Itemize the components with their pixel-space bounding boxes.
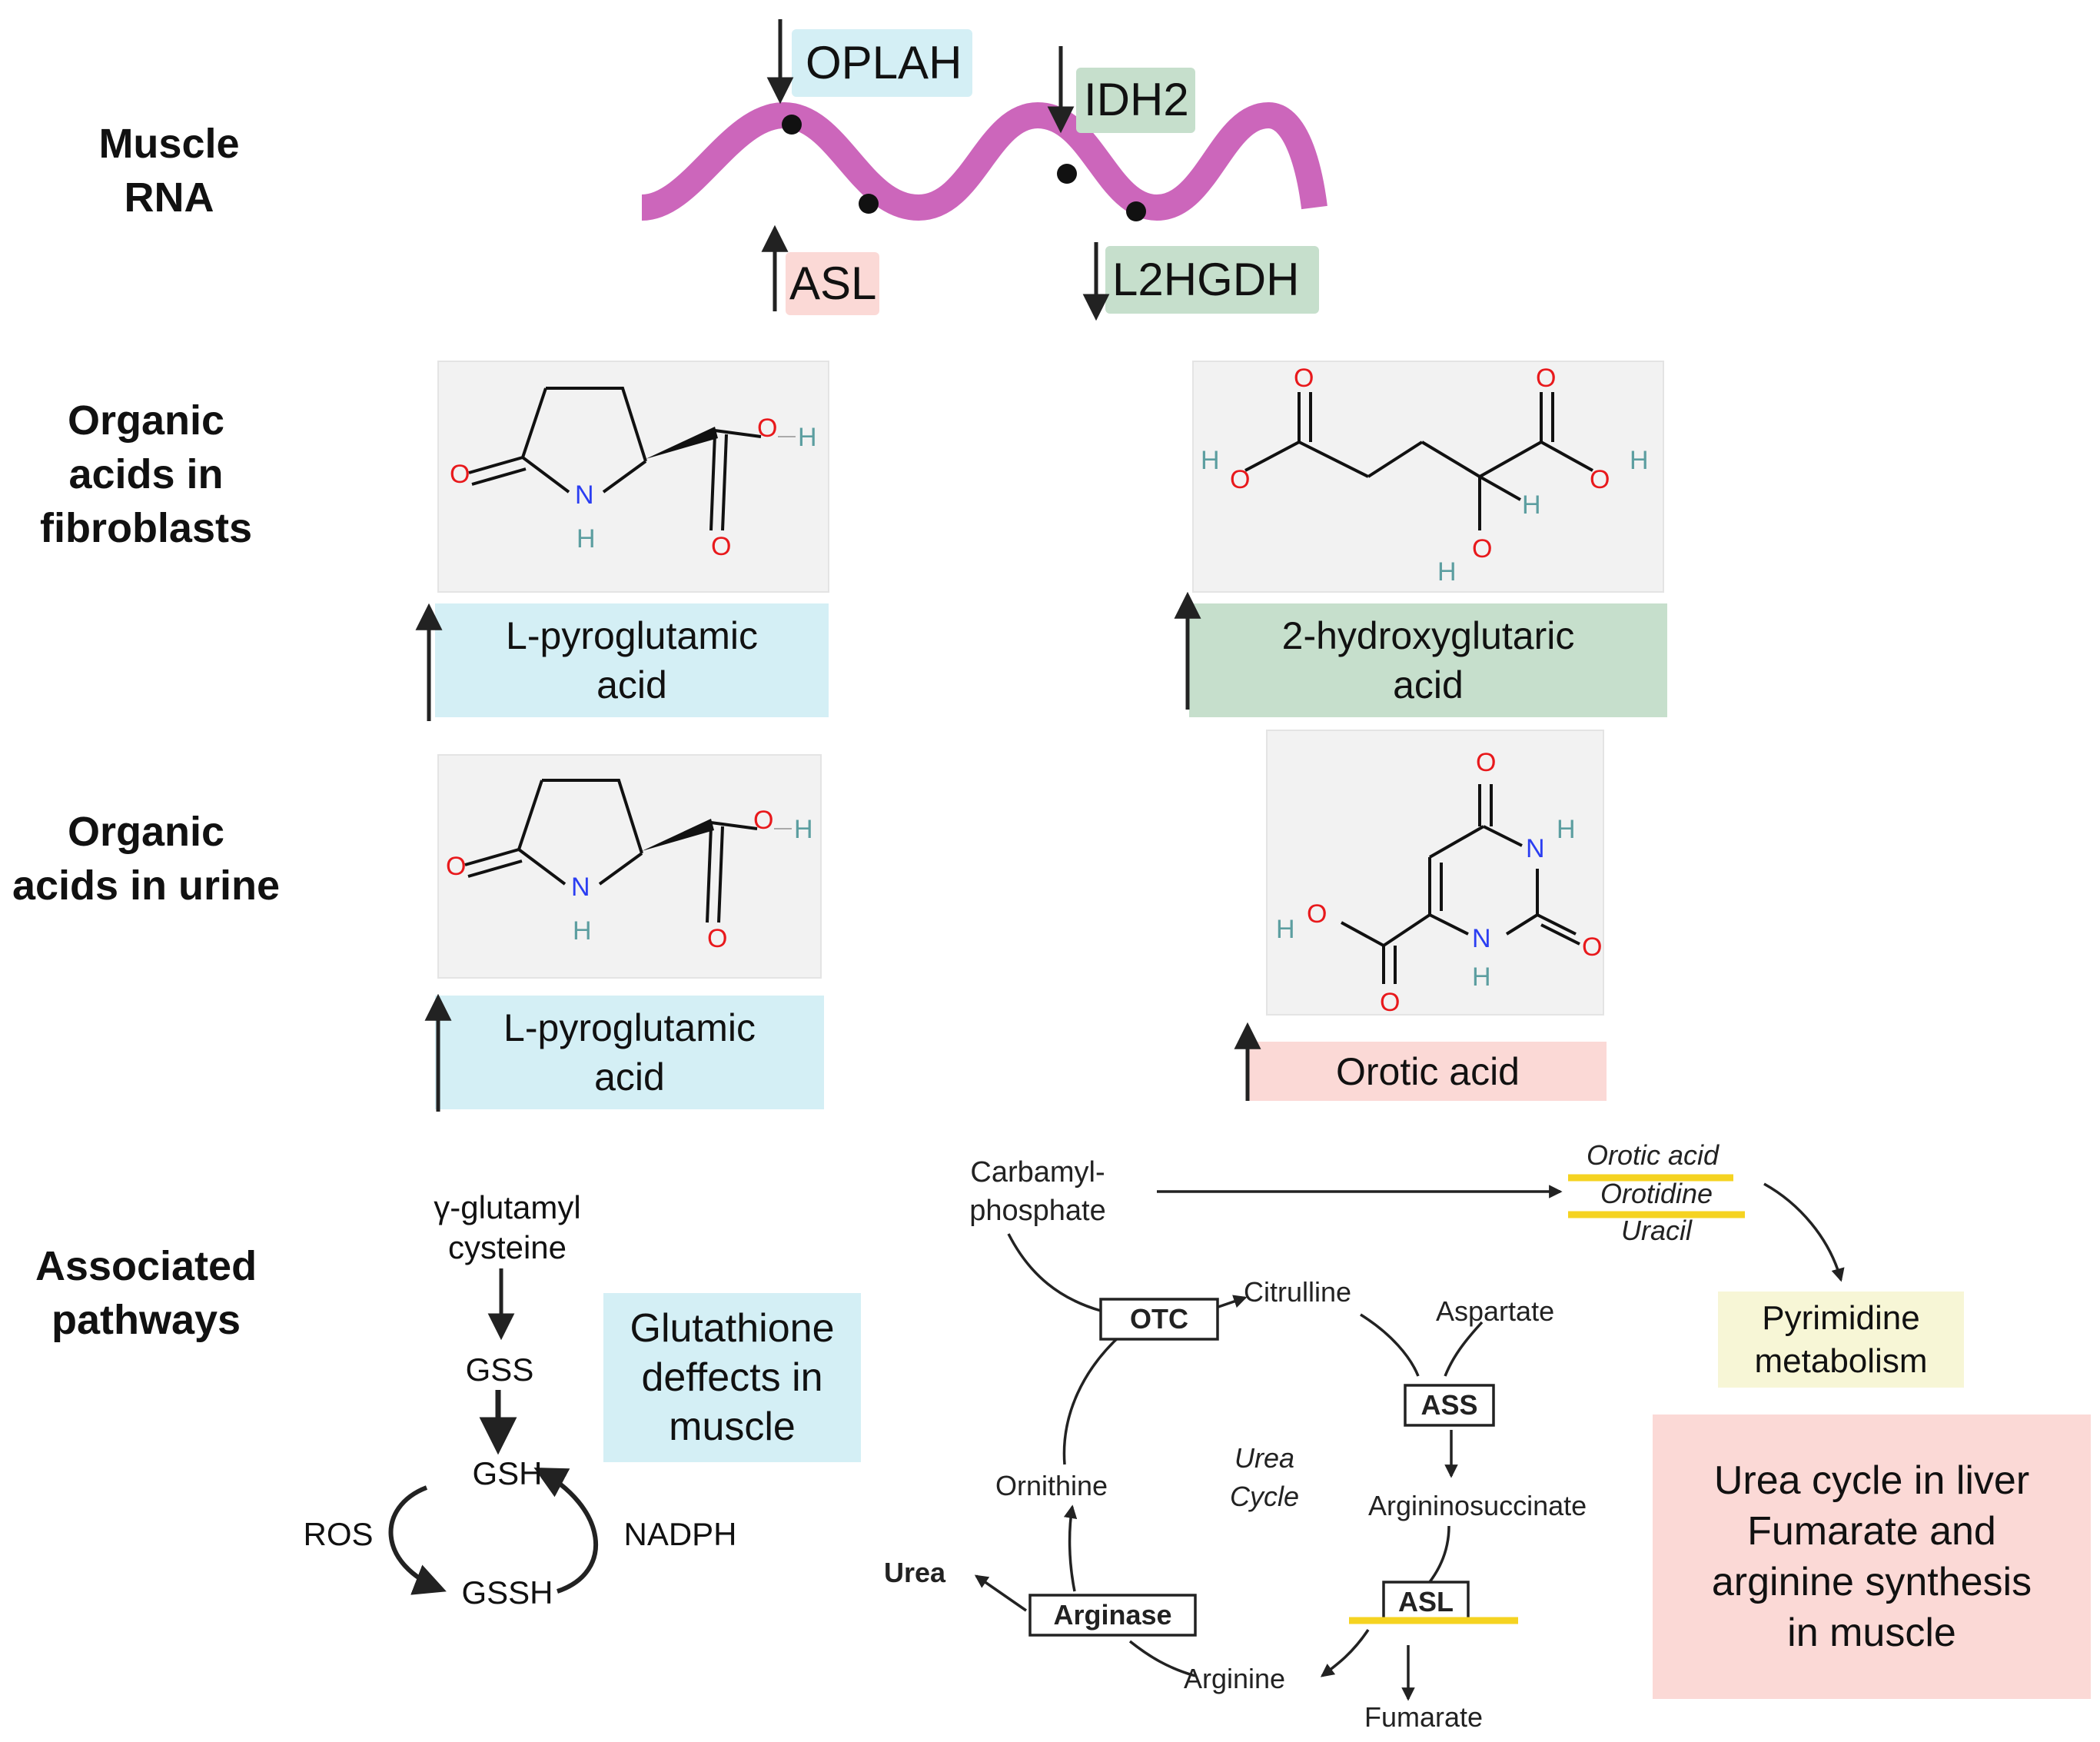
row-label-urine: Organic acids in urine [12,809,281,909]
svg-text:O: O [1230,465,1250,494]
svg-text:O: O [757,414,777,443]
uracil-label: Uracil [1620,1215,1692,1246]
ass-label: ASS [1420,1389,1478,1421]
orotic-acid-pathway-label: Orotic acid [1586,1139,1720,1171]
ornithine-label: Ornithine [995,1470,1108,1501]
orotic-acid-structure [1341,784,1580,984]
orotidine-label: Orotidine [1600,1178,1713,1209]
svg-text:O: O [1536,364,1556,393]
svg-text:H: H [577,524,596,554]
pyroglutamic-structure-urine [464,779,758,923]
svg-text:H: H [794,815,813,844]
glutathione-pathway-arrows [388,1268,598,1595]
gssh-label: GSSH [461,1574,553,1611]
compound-pyroglutamic-fibroblasts: L-pyroglutamic acid [506,614,758,706]
nadph-label: NADPH [623,1516,737,1552]
gene-l2hgdh: L2HGDH [1112,254,1300,305]
svg-text:O: O [1294,364,1314,393]
compound-orotic-urine: Orotic acid [1336,1049,1520,1093]
svg-text:H: H [1630,446,1649,475]
svg-text:H: H [1276,915,1295,944]
aspartate-label: Aspartate [1436,1295,1555,1327]
svg-text:H: H [1522,490,1541,520]
ros-label: ROS [303,1516,374,1552]
row-label-fibroblasts: Organic acids in fibroblasts [39,397,253,551]
svg-text:O: O [1590,465,1610,494]
rna-strand-icon [640,101,1327,221]
gene-oplah: OPLAH [806,37,962,88]
gene-idh2: IDH2 [1084,74,1189,125]
svg-text:N: N [1526,834,1545,863]
glutathione-defects-box: Glutathione deffects in muscle [630,1306,835,1449]
asl-enzyme-label: ASL [1398,1586,1454,1617]
urea-cycle-center-label: Urea Cycle [1229,1442,1300,1512]
gene-asl: ASL [789,258,877,309]
hydroxyglutaric-structure [1244,392,1593,530]
svg-text:O: O [711,532,731,561]
arginase-label: Arginase [1053,1599,1172,1631]
urea-cycle-liver-box: Urea cycle in liver Fumarate and arginin… [1711,1458,2032,1655]
svg-text:H: H [1557,815,1576,844]
citrulline-label: Citrulline [1244,1276,1352,1308]
svg-text:O: O [446,852,466,881]
svg-text:O: O [1380,988,1400,1017]
svg-text:O: O [1476,748,1496,777]
svg-text:O: O [1472,534,1492,563]
svg-text:H: H [798,423,817,452]
svg-text:O: O [1307,899,1327,929]
carbamyl-phosphate: Carbamyl- phosphate [969,1156,1106,1227]
pyroglutamic-structure-fibroblasts [468,387,762,531]
gamma-glutamyl-cysteine: γ-glutamyl cysteine [434,1189,581,1265]
svg-text:N: N [1472,924,1491,953]
urea-label: Urea [884,1557,946,1588]
gsh-label: GSH [472,1455,543,1491]
svg-text:O: O [753,806,773,835]
svg-text:O: O [1582,933,1602,962]
fumarate-label: Fumarate [1364,1701,1484,1733]
row-label-muscle-rna: Muscle RNA [98,121,240,221]
svg-text:O: O [450,460,470,489]
svg-text:O: O [707,924,727,953]
argininosuccinate-label: Argininosuccinate [1368,1490,1587,1521]
svg-text:N: N [571,873,590,902]
arginine-label: Arginine [1184,1663,1286,1694]
svg-text:N: N [575,480,594,510]
svg-text:H: H [573,916,592,946]
compound-hydroxyglutaric-fibroblasts: 2-hydroxyglutaric acid [1281,614,1575,706]
compound-pyroglutamic-urine: L-pyroglutamic acid [503,1006,756,1099]
svg-text:H: H [1472,962,1491,992]
otc-label: OTC [1130,1303,1188,1335]
pyrimidine-metabolism-box: Pyrimidine metabolism [1754,1298,1928,1380]
svg-text:H: H [1437,557,1457,587]
row-label-pathways: Associated pathways [35,1243,258,1343]
gss-label: GSS [465,1351,534,1388]
svg-text:H: H [1201,446,1220,475]
